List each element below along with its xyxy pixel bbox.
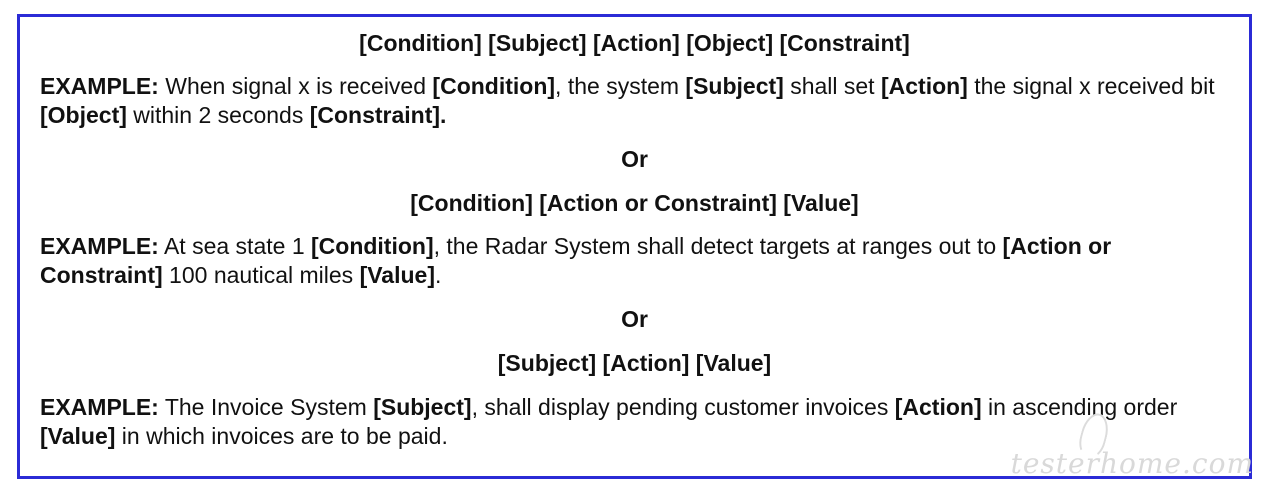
example-label: EXAMPLE: bbox=[40, 394, 159, 420]
example-text: in which invoices are to be paid. bbox=[115, 423, 448, 449]
example-text: , shall display pending customer invoice… bbox=[471, 394, 895, 420]
example-label: EXAMPLE: bbox=[40, 233, 159, 259]
example-tag-constraint: [Constraint]. bbox=[309, 102, 447, 128]
example-tag-value: [Value] bbox=[40, 423, 116, 449]
example-text: in ascending order bbox=[981, 394, 1178, 420]
example-text: . bbox=[434, 262, 442, 288]
requirements-template-box: [Condition] [Subject] [Action] [Object] … bbox=[17, 14, 1252, 479]
example-tag-action: [Action] bbox=[880, 73, 968, 99]
or-separator-2: Or bbox=[621, 306, 648, 332]
example-text: 100 nautical miles bbox=[162, 262, 360, 288]
example-tag-condition: [Condition] bbox=[311, 233, 434, 259]
example-text: within 2 seconds bbox=[126, 102, 310, 128]
example-text: , the system bbox=[555, 73, 686, 99]
example-tag-subject: [Subject] bbox=[685, 73, 784, 99]
example-tag-object: [Object] bbox=[40, 102, 127, 128]
template-heading-1: [Condition] [Subject] [Action] [Object] … bbox=[359, 30, 910, 56]
example-paragraph-2: EXAMPLE: At sea state 1 [Condition], the… bbox=[40, 232, 1229, 290]
example-paragraph-1: EXAMPLE: When signal x is received [Cond… bbox=[40, 72, 1229, 130]
example-label: EXAMPLE: bbox=[40, 73, 159, 99]
example-text: When signal x is received bbox=[158, 73, 433, 99]
or-separator-1: Or bbox=[621, 146, 648, 172]
example-tag-value: [Value] bbox=[359, 262, 435, 288]
example-text: The Invoice System bbox=[158, 394, 374, 420]
example-tag-subject: [Subject] bbox=[373, 394, 472, 420]
example-paragraph-3: EXAMPLE: The Invoice System [Subject], s… bbox=[40, 393, 1229, 451]
template-heading-2: [Condition] [Action or Constraint] [Valu… bbox=[410, 190, 859, 216]
example-tag-action-or-constraint: [Action or Constraint] bbox=[40, 233, 1112, 288]
example-text: At sea state 1 bbox=[158, 233, 311, 259]
watermark-text: testerhome.com bbox=[1010, 447, 1254, 480]
example-text: , the Radar System shall detect targets … bbox=[433, 233, 1003, 259]
example-tag-action: [Action] bbox=[894, 394, 982, 420]
example-tag-condition: [Condition] bbox=[432, 73, 556, 99]
site-watermark: testerhome.com bbox=[1010, 410, 1254, 480]
template-heading-3: [Subject] [Action] [Value] bbox=[497, 350, 772, 376]
example-text: the signal x received bit bbox=[967, 73, 1215, 99]
example-text: shall set bbox=[783, 73, 881, 99]
template-content: [Condition] [Subject] [Action] [Object] … bbox=[40, 17, 1229, 451]
